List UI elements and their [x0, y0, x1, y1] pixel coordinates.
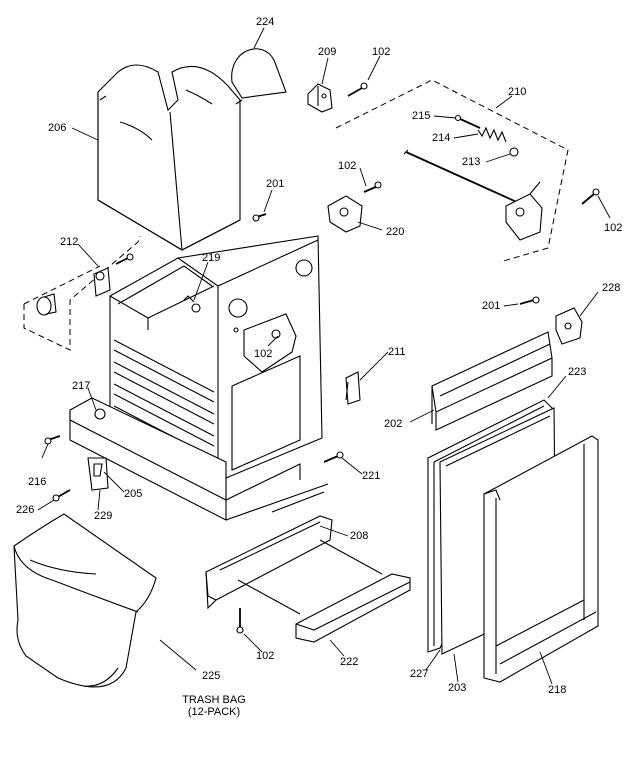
callout-215: 215: [412, 110, 431, 122]
part-213-washer: [509, 147, 519, 157]
callout-213: 213: [462, 156, 481, 168]
trash-bag-caption: TRASH BAG (12-PACK): [176, 694, 252, 718]
callout-102-cabinet: 102: [254, 348, 273, 360]
part-221-screw: [323, 451, 344, 463]
callout-224: 224: [256, 16, 275, 28]
trash-bag-caption-line1: TRASH BAG: [182, 694, 246, 706]
callout-218: 218: [548, 684, 567, 696]
callout-201-right: 201: [482, 300, 501, 312]
callout-208: 208: [350, 530, 369, 542]
callout-225: 225: [202, 670, 221, 682]
callout-102-right: 102: [604, 222, 623, 234]
callout-211: 211: [388, 346, 406, 358]
callout-205: 205: [124, 488, 143, 500]
callout-102-top: 102: [372, 46, 391, 58]
callout-212: 212: [60, 236, 79, 248]
callout-214: 214: [432, 132, 451, 144]
callout-226: 226: [16, 504, 35, 516]
part-218-door-frame: [483, 435, 599, 683]
callout-202: 202: [384, 418, 403, 430]
callout-203: 203: [448, 682, 467, 694]
callout-206: 206: [48, 122, 67, 134]
callout-216: 216: [28, 476, 47, 488]
callout-217: 217: [72, 380, 91, 392]
cabinet-frame: [69, 235, 329, 521]
part-215-pin: [454, 114, 481, 129]
part-102-screw-e: [236, 608, 244, 634]
callout-102-mid: 102: [338, 160, 357, 172]
part-211-clip: [345, 371, 361, 405]
part-201-screw-b: [519, 296, 540, 305]
trash-bag-caption-line2: (12-PACK): [187, 706, 241, 718]
part-206-liner: [97, 64, 243, 251]
part-209-bracket: [307, 83, 333, 113]
part-212-knob-assembly: [23, 235, 141, 351]
callout-219: 219: [202, 252, 221, 264]
part-222-drawer: [237, 539, 411, 643]
callout-229: 229: [94, 510, 113, 522]
part-228-latch: [555, 307, 583, 345]
part-220-bracket: [327, 195, 363, 233]
part-213-rod: [403, 149, 531, 209]
part-201-screw-a: [252, 213, 267, 222]
part-217-bumper: [94, 408, 106, 420]
callout-222: 222: [340, 656, 359, 668]
part-102-screw-b: [581, 188, 600, 205]
part-102-screw-c: [363, 181, 382, 193]
callout-221: 221: [362, 470, 381, 482]
part-210-hinge-bracket: [505, 181, 543, 241]
part-214-spring: [477, 126, 507, 143]
part-225-trash-bag: [13, 513, 157, 688]
part-210-assembly-outline: [335, 79, 569, 263]
callout-209: 209: [318, 46, 337, 58]
part-229-bracket: [87, 457, 109, 491]
callout-220: 220: [386, 226, 405, 238]
part-102-screw-a: [347, 82, 368, 97]
callout-201-top: 201: [266, 178, 285, 190]
part-208-tray: [205, 491, 333, 610]
callout-227: 227: [410, 668, 429, 680]
callout-210: 210: [508, 86, 527, 98]
part-202-door-rail: [431, 331, 553, 431]
callout-228: 228: [602, 282, 621, 294]
callout-102-bottom: 102: [256, 650, 275, 662]
part-226-screw: [52, 489, 71, 502]
callout-223: 223: [568, 366, 587, 378]
part-224-liner-flap: [231, 48, 287, 99]
leader-lines: [37, 27, 611, 685]
part-216-screw: [44, 435, 61, 445]
